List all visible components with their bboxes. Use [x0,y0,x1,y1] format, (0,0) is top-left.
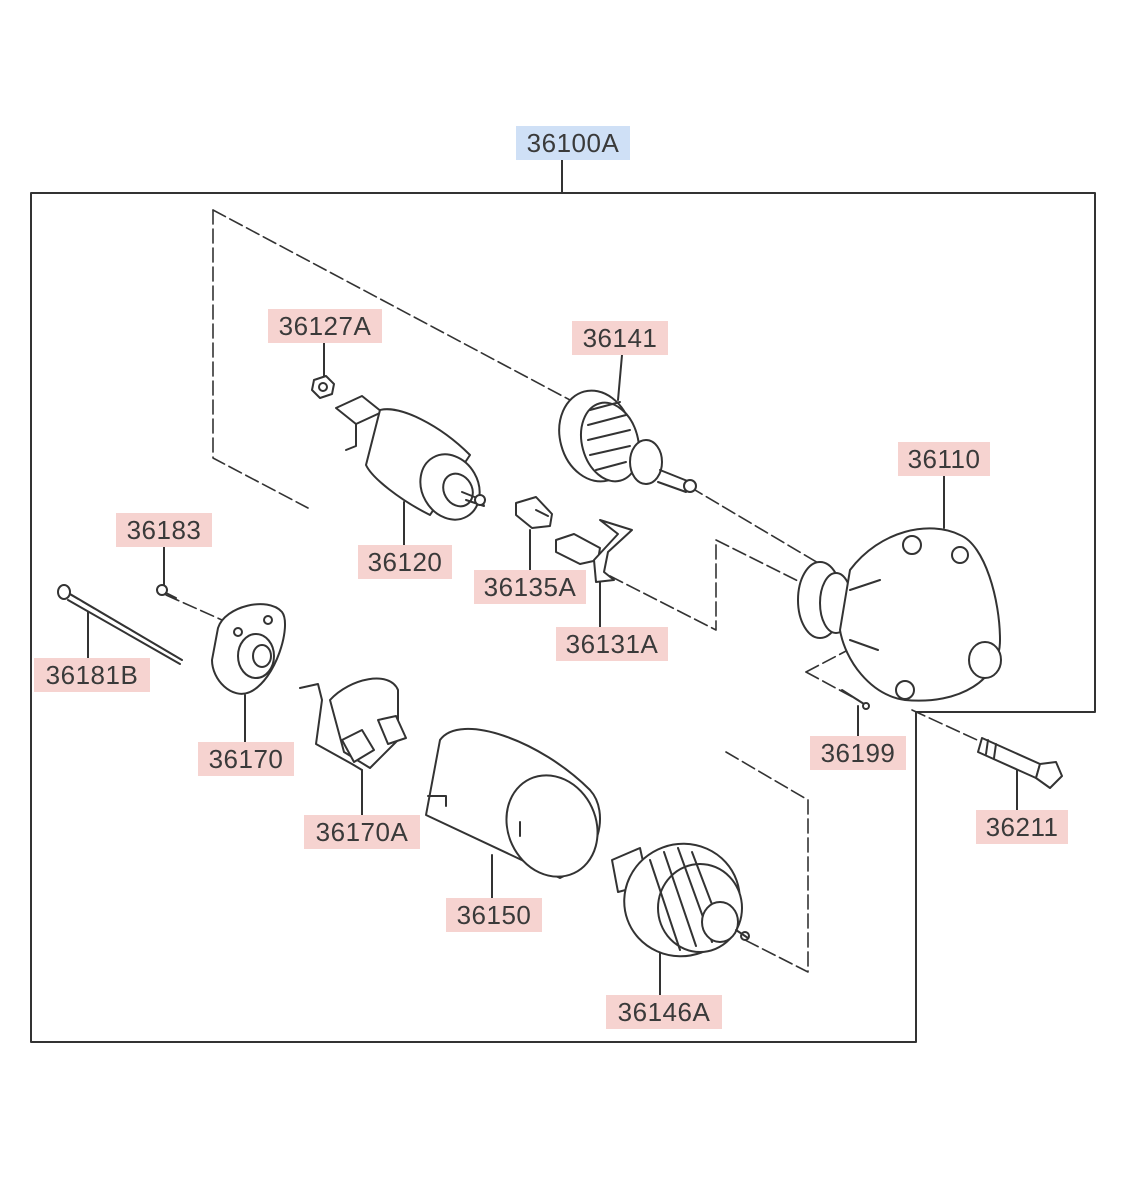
part-36146A-armature [611,842,750,958]
part-36120-solenoid [335,395,486,521]
part-36170A-brush-holder [299,677,407,771]
part-label-36131A[interactable]: 36131A [556,627,668,661]
part-label-36146A[interactable]: 36146A [606,995,722,1029]
part-label-36170A[interactable]: 36170A [304,815,420,849]
part-label-36120[interactable]: 36120 [358,545,452,579]
part-label-36170[interactable]: 36170 [198,742,294,776]
part-36211-mounting-bolt [977,737,1063,789]
part-36141-drive-clutch [558,389,697,493]
part-label-36199[interactable]: 36199 [810,736,906,770]
part-36131A-lever [555,519,633,583]
leader-lines [87,159,1018,996]
part-label-36183[interactable]: 36183 [116,513,212,547]
part-36170-rear-bracket [211,603,286,695]
part-label-36127A[interactable]: 36127A [268,309,382,343]
part-36127A-nut [311,375,335,399]
part-label-36150[interactable]: 36150 [446,898,542,932]
part-label-36135A[interactable]: 36135A [474,570,586,604]
part-36199-screw [841,689,870,710]
part-36135A-clip [515,496,553,529]
part-36150-yoke [425,727,601,879]
part-36183-screw [156,584,177,599]
part-36110-front-housing [797,527,1002,702]
part-label-36211[interactable]: 36211 [976,810,1068,844]
part-label-36181B[interactable]: 36181B [34,658,150,692]
assembly-part-number[interactable]: 36100A [516,126,630,160]
part-36181B-through-bolt [57,584,183,665]
part-label-36141[interactable]: 36141 [572,321,668,355]
part-label-36110[interactable]: 36110 [898,442,990,476]
